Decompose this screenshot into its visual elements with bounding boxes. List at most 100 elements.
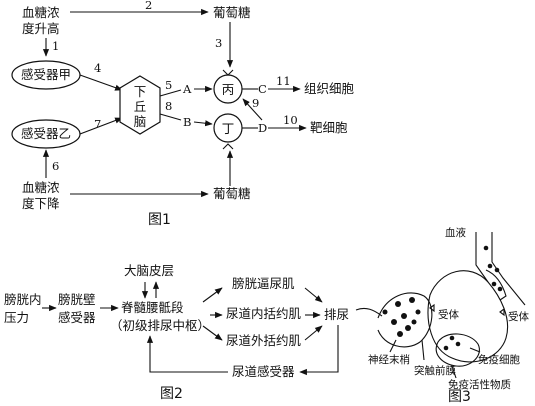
vesicle [391, 319, 397, 325]
receptor-left-label: 受体 [438, 309, 459, 321]
immune-particle [443, 345, 449, 351]
arrow-b-to-ding [193, 120, 213, 127]
figure-1-caption: 图1 [148, 212, 171, 228]
hypothalamus-char-3: 脑 [134, 114, 147, 129]
arrow-external-to-urination [304, 325, 323, 341]
internal-sphincter-label: 尿道内括约肌 [226, 306, 302, 321]
figure-2-caption: 图2 [160, 386, 183, 402]
figure-3-caption: 图3 [448, 389, 471, 405]
bladder-pressure-label-2: 压力 [4, 310, 29, 325]
receptor-b-label: 感受器乙 [21, 126, 71, 141]
vesicle [395, 301, 401, 307]
figure-3: 血液 受体 受体 神经末 [355, 226, 529, 405]
glucose-top-label: 葡萄糖 [213, 5, 251, 20]
letter-c: C [258, 82, 267, 96]
external-sphincter-label: 尿道外括约肌 [226, 333, 302, 348]
vessel-particle [487, 263, 493, 269]
figure-1: 血糖浓 度升高 2 葡萄糖 1 感受器甲 感受器乙 6 血糖浓 度下降 葡萄糖 … [11, 0, 355, 228]
receptor-mark-left [429, 303, 435, 313]
label-7: 7 [94, 117, 101, 131]
detrusor-label: 膀胱逼尿肌 [232, 276, 295, 291]
arrow-5-segment [159, 89, 182, 97]
nerve-ending-label: 神经末梢 [368, 353, 410, 366]
blood-sugar-rise-label-2: 度升高 [22, 21, 60, 36]
nerve-axon [355, 307, 383, 317]
blood-label: 血液 [445, 226, 466, 239]
immune-cell-label: 免疫细胞 [478, 353, 520, 366]
vessel-particle [497, 286, 503, 292]
label-10: 10 [283, 113, 298, 127]
bladder-pressure-label-1: 膀胱内 [4, 292, 42, 307]
vesicle [411, 319, 417, 325]
hypothalamus-char-2: 丘 [134, 99, 147, 114]
arrow-spinal-to-detrusor [202, 287, 223, 303]
vessel-branch [485, 269, 507, 301]
cortex-label: 大脑皮层 [124, 263, 174, 278]
hypothalamus-char-1: 下 [134, 84, 147, 99]
immune-substance-label: 免疫活性物质 [448, 378, 511, 391]
immune-cell-shape [435, 333, 480, 367]
arrow-urethral-receptor-to-spinal [146, 335, 228, 373]
target-cells-label: 靶细胞 [310, 120, 348, 135]
urination-label: 排尿 [324, 307, 349, 322]
arrow-4 [79, 74, 123, 91]
letter-b: B [183, 115, 191, 129]
figure-2: 膀胱内 压力 膀胱壁 感受器 大脑皮层 脊髓腰骶段 （初级排尿中枢） 膀胱逼尿肌… [4, 263, 349, 402]
spinal-label-1: 脊髓腰骶段 [121, 300, 184, 315]
arrow-spinal-to-external [202, 325, 223, 341]
blood-sugar-fall-label-1: 血糖浓 [22, 180, 60, 195]
blood-sugar-fall-label-2: 度下降 [22, 196, 60, 211]
spinal-label-2: （初级排尿中枢） [110, 318, 210, 333]
vessel-particle [483, 245, 489, 251]
vesicle [405, 325, 411, 331]
arrow-8-segment [159, 113, 182, 121]
immune-particle [455, 341, 461, 347]
blood-sugar-rise-label-1: 血糖浓 [22, 5, 60, 20]
vesicle [397, 331, 403, 337]
label-2: 2 [145, 0, 152, 12]
letter-a: A [182, 82, 192, 96]
nerve-ending-leader [389, 339, 397, 353]
arrow-7 [79, 117, 123, 135]
label-1: 1 [52, 39, 59, 53]
immune-substance-leader [451, 365, 457, 379]
glucose-bottom-label: 葡萄糖 [213, 186, 251, 201]
label-3: 3 [215, 36, 222, 50]
label-9: 9 [252, 96, 259, 110]
tissue-cells-label: 组织细胞 [304, 81, 355, 96]
receptor-mark-right [499, 307, 505, 317]
label-8: 8 [165, 99, 172, 113]
vesicle [401, 313, 407, 319]
vesicle [409, 297, 415, 303]
cell-ding-label: 丁 [222, 121, 235, 136]
presynaptic-label: 突触前膜 [414, 364, 456, 377]
target-cell-outline [427, 270, 509, 363]
label-6: 6 [52, 159, 59, 173]
urethral-receptor-label: 尿道感受器 [232, 364, 295, 379]
nerve-ending-shape [377, 292, 433, 348]
immune-particle [449, 335, 455, 341]
bing-receptor-marker [222, 69, 234, 76]
letter-d: D [258, 121, 267, 135]
arrow-detrusor-to-urination [304, 287, 323, 303]
cell-bing-label: 丙 [222, 82, 235, 97]
ding-receptor-marker [222, 143, 234, 150]
receptor-a-label: 感受器甲 [21, 67, 71, 82]
hypothalamus-hexagon [119, 75, 161, 135]
vessel-particle [491, 281, 497, 287]
arrow-urination-to-urethral-receptor [299, 325, 339, 376]
bladder-receptor-label-1: 膀胱壁 [58, 292, 96, 307]
receptor-right-label: 受体 [508, 311, 529, 323]
vessel-wall-left [475, 232, 489, 283]
vesicle [415, 309, 421, 315]
vessel-particle [494, 267, 500, 273]
immune-cell-leader [469, 347, 481, 353]
bladder-receptor-label-2: 感受器 [58, 310, 96, 325]
label-5: 5 [165, 78, 172, 92]
label-11: 11 [276, 74, 291, 88]
label-4: 4 [94, 61, 101, 75]
presynaptic-leader [421, 339, 425, 361]
vesicle [382, 309, 388, 315]
